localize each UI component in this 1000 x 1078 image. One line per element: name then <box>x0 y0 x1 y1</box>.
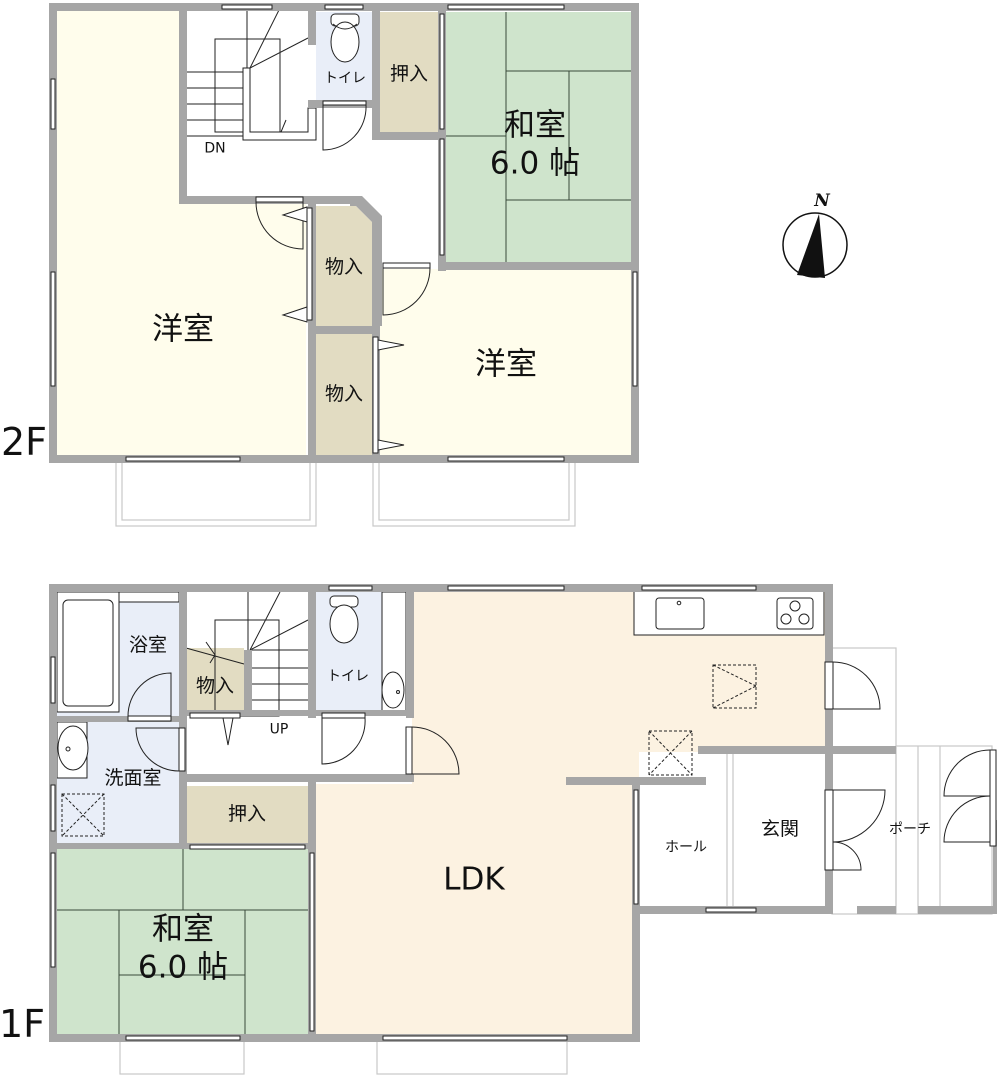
doors-2f <box>255 100 431 454</box>
compass-north-label: N <box>814 191 830 212</box>
room-label-yoshitsu-west: 洋室 <box>152 311 214 348</box>
toilet-fixture-2f <box>330 13 360 63</box>
room-oshiire-1f <box>186 786 308 844</box>
balcony-2f-west <box>115 459 317 527</box>
room-label-porch: ポーチ <box>889 821 931 838</box>
room-label-washitsu-1f: 和室 <box>152 911 214 948</box>
laundry-pan <box>61 793 105 837</box>
room-label-yoshitsu-east: 洋室 <box>475 346 537 383</box>
room-ldk <box>316 592 826 1034</box>
room-label-washitsu-2f: 和室 <box>504 107 566 144</box>
stairs-2f <box>186 9 317 141</box>
tatami-lines-2f <box>445 12 631 263</box>
room-label-ldk: LDK <box>443 861 505 898</box>
floor-label-2f: 2F <box>0 420 48 465</box>
room-label-monoire-upper: 物入 <box>324 256 364 279</box>
room-monoire-lower <box>316 333 373 455</box>
room-size-washitsu-2f: 6.0 帖 <box>489 145 581 182</box>
kitchen-counter <box>633 590 825 636</box>
room-label-toilet-2f: トイレ <box>324 70 366 87</box>
room-label-storage-1f: 物入 <box>195 675 235 698</box>
windows-1f <box>50 585 757 1041</box>
room-label-bath: 浴室 <box>128 634 168 657</box>
room-label-oshiire-2f: 押入 <box>389 63 429 86</box>
room-size-washitsu-1f: 6.0 帖 <box>137 949 229 986</box>
room-label-hall: ホール <box>665 839 707 856</box>
room-washitsu-2f <box>445 12 631 263</box>
room-oshiire-2f <box>380 12 438 132</box>
stairs-label-dn: DN <box>204 140 226 157</box>
toilet-fixture-1f <box>329 591 407 713</box>
room-label-toilet-1f: トイレ <box>327 668 369 685</box>
room-label-monoire-lower: 物入 <box>324 383 364 406</box>
room-label-oshiire-1f: 押入 <box>227 803 267 826</box>
room-genkan <box>733 752 826 906</box>
room-yoshitsu-west <box>56 10 306 455</box>
genkan-step <box>726 752 734 906</box>
tatami-lines-1f <box>57 849 308 1034</box>
bathtub <box>56 591 180 713</box>
floor-label-1f: 1F <box>0 1002 46 1047</box>
stairs-label-up: UP <box>269 721 289 738</box>
floor-2f <box>49 3 639 527</box>
windows-2f <box>50 4 638 462</box>
room-yoshitsu-east <box>380 269 631 455</box>
compass-icon <box>782 212 848 278</box>
doors-1f <box>127 661 997 871</box>
wash-basin <box>56 721 89 779</box>
floor-1f <box>49 584 997 1075</box>
room-label-washroom: 洗面室 <box>104 767 162 790</box>
room-monoire-upper <box>316 206 372 326</box>
floor-hatch <box>648 664 757 776</box>
room-label-genkan: 玄関 <box>760 818 800 841</box>
balcony-2f-east <box>372 459 576 527</box>
